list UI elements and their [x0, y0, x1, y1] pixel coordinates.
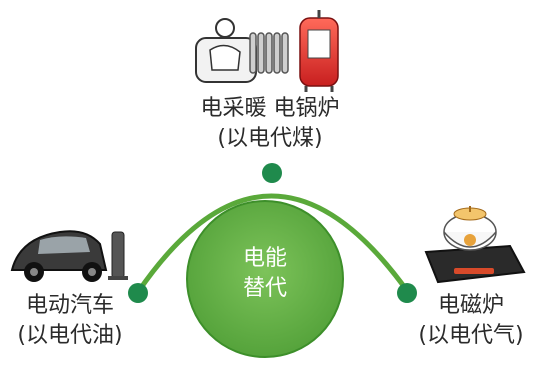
right-node	[397, 283, 417, 303]
top-node	[262, 163, 282, 183]
center-label: 电能 替代	[205, 244, 325, 304]
center-label-line1: 电能	[242, 246, 287, 271]
induction-cooker-illustration	[424, 206, 526, 284]
connecting-arc	[135, 193, 411, 295]
top-label: 电采暖 电锅炉 (以电代煤)	[185, 94, 355, 154]
heating-illustration	[195, 18, 289, 83]
left-label-line2: (以电代油)	[17, 323, 123, 348]
boiler-illustration	[299, 10, 339, 92]
top-label-line2: (以电代煤)	[217, 126, 323, 151]
top-label-line1: 电采暖 电锅炉	[200, 96, 340, 121]
left-node	[128, 283, 148, 303]
left-label: 电动汽车 (以电代油)	[10, 291, 130, 351]
center-label-line2: 替代	[242, 276, 287, 301]
left-label-line1: 电动汽车	[25, 293, 114, 318]
right-label-line1: 电磁炉	[437, 293, 504, 318]
electric-car-illustration	[10, 230, 128, 282]
right-label: 电磁炉 (以电代气)	[412, 291, 530, 351]
right-label-line2: (以电代气)	[418, 323, 524, 348]
center-circle	[186, 200, 344, 358]
